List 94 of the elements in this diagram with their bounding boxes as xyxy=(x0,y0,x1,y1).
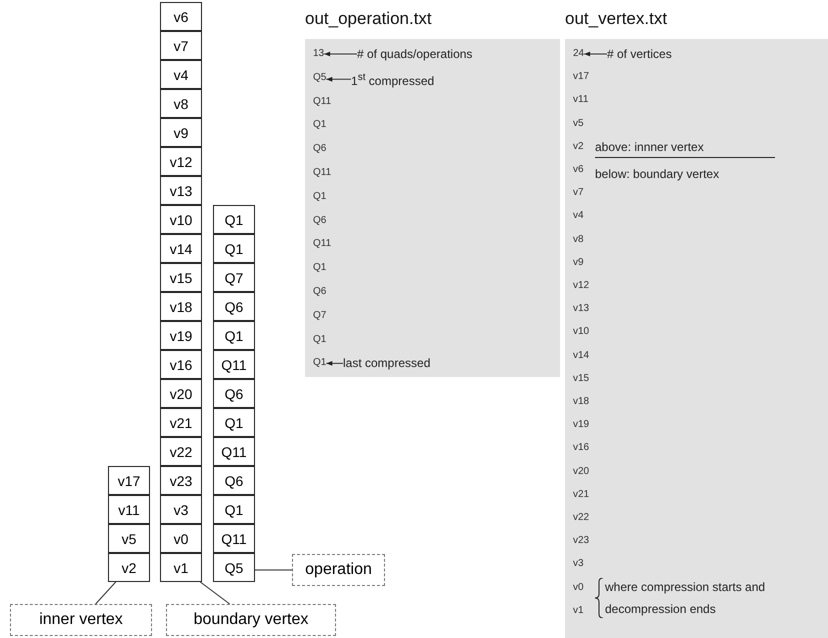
annotation: last compressed xyxy=(343,356,430,370)
file-line: v9 xyxy=(573,256,584,270)
stack-cell: v4 xyxy=(160,60,202,89)
file-line: Q11 xyxy=(313,237,332,252)
file-line: v16 xyxy=(573,441,590,456)
stack-cell: v21 xyxy=(160,408,202,437)
file-line: Q1 xyxy=(313,190,326,204)
callout-box: inner vertex xyxy=(10,604,152,636)
file-line: v7 xyxy=(573,186,584,200)
stack-cell: v18 xyxy=(160,292,202,321)
stack-cell: v1 xyxy=(160,553,202,582)
leader-line xyxy=(200,582,230,604)
annotation: where compression starts and decompression ends xyxy=(605,576,810,620)
file-line: v8 xyxy=(573,232,584,247)
file-line: v11 xyxy=(573,93,588,108)
stack-cell: v11 xyxy=(108,495,150,524)
stack-cell: Q11 xyxy=(213,524,255,553)
file-line: Q1 xyxy=(313,118,326,132)
file-line: v3 xyxy=(573,557,584,572)
annotation: # of quads/operations xyxy=(357,47,472,61)
stack-cell: v23 xyxy=(160,466,202,495)
file-line: v0 xyxy=(573,580,584,595)
file-line: v1 xyxy=(573,604,584,618)
file-line: v17 xyxy=(573,70,590,84)
stack-cell: Q7 xyxy=(213,263,255,292)
stack-cell: Q6 xyxy=(213,466,255,495)
file-line: v18 xyxy=(573,395,590,409)
stack-cell: v0 xyxy=(160,524,202,553)
file-line: v21 xyxy=(573,488,590,502)
file-line: v4 xyxy=(573,209,584,224)
stack-cell: v22 xyxy=(160,437,202,466)
stack-cell: Q1 xyxy=(213,234,255,263)
stack-cell: v8 xyxy=(160,89,202,118)
stack-cell: v19 xyxy=(160,321,202,350)
file-line: Q1 xyxy=(313,261,326,276)
stack-cell: Q1 xyxy=(213,205,255,234)
file-line: Q6 xyxy=(313,142,326,156)
callout-box: operation xyxy=(292,554,385,586)
stack-cell: Q6 xyxy=(213,379,255,408)
stack-cell: Q11 xyxy=(213,350,255,379)
stack-cell: v6 xyxy=(160,2,202,31)
file-line: v12 xyxy=(573,279,590,293)
file-line: 24 xyxy=(573,47,584,61)
arrow xyxy=(584,52,608,56)
file-line: Q11 xyxy=(313,94,332,109)
stack-cell: Q11 xyxy=(213,437,255,466)
stack-cell: Q1 xyxy=(213,321,255,350)
file-line: v19 xyxy=(573,418,590,432)
file-line: Q6 xyxy=(313,285,326,299)
annotation: # of vertices xyxy=(607,47,672,61)
file-line: v23 xyxy=(573,534,590,548)
stack-cell: v13 xyxy=(160,176,202,205)
annotation: above: innner vertex xyxy=(595,140,704,154)
file-line: Q6 xyxy=(313,214,326,228)
file-line: Q5 xyxy=(313,70,326,85)
callout-box: boundary vertex xyxy=(166,604,336,636)
file-line: Q1 xyxy=(313,356,326,370)
stack-cell: v12 xyxy=(160,147,202,176)
file-line: v22 xyxy=(573,511,590,525)
stack-cell: Q1 xyxy=(213,495,255,524)
stack-cell: Q6 xyxy=(213,292,255,321)
stack-cell: v17 xyxy=(108,466,150,495)
stack-cell: v9 xyxy=(160,118,202,147)
leader-line xyxy=(95,582,116,604)
file-name: out_vertex.txt xyxy=(565,9,668,29)
stack-cell: v15 xyxy=(160,263,202,292)
file-line: Q11 xyxy=(313,166,332,180)
file-line: v14 xyxy=(573,348,590,363)
stack-cell: v10 xyxy=(160,205,202,234)
file-line: v20 xyxy=(573,464,590,479)
file-name: out_operation.txt xyxy=(305,9,432,29)
file-line: v5 xyxy=(573,116,584,131)
stack-cell: Q1 xyxy=(213,408,255,437)
arrow xyxy=(324,52,358,56)
stack-cell: v3 xyxy=(160,495,202,524)
stack-cell: v20 xyxy=(160,379,202,408)
file-line: v13 xyxy=(573,302,590,316)
annotation: 1$^{st}$ compressed xyxy=(351,70,434,88)
arrow xyxy=(326,76,352,82)
file-line: v15 xyxy=(573,372,590,386)
stack-cell: v7 xyxy=(160,31,202,60)
file-line: Q1 xyxy=(313,332,326,347)
file-line: 13 xyxy=(313,47,324,61)
stack-cell: v14 xyxy=(160,234,202,263)
file-line: v6 xyxy=(573,163,584,177)
file-line: v10 xyxy=(573,325,590,340)
stack-cell: Q5 xyxy=(213,553,255,582)
stack-cell: v5 xyxy=(108,524,150,553)
stack-cell: v16 xyxy=(160,350,202,379)
file-line: Q7 xyxy=(313,308,326,323)
arrow xyxy=(326,361,344,366)
stack-cell: v2 xyxy=(108,553,150,582)
file-line: v2 xyxy=(573,140,584,154)
annotation: below: boundary vertex xyxy=(595,167,720,181)
